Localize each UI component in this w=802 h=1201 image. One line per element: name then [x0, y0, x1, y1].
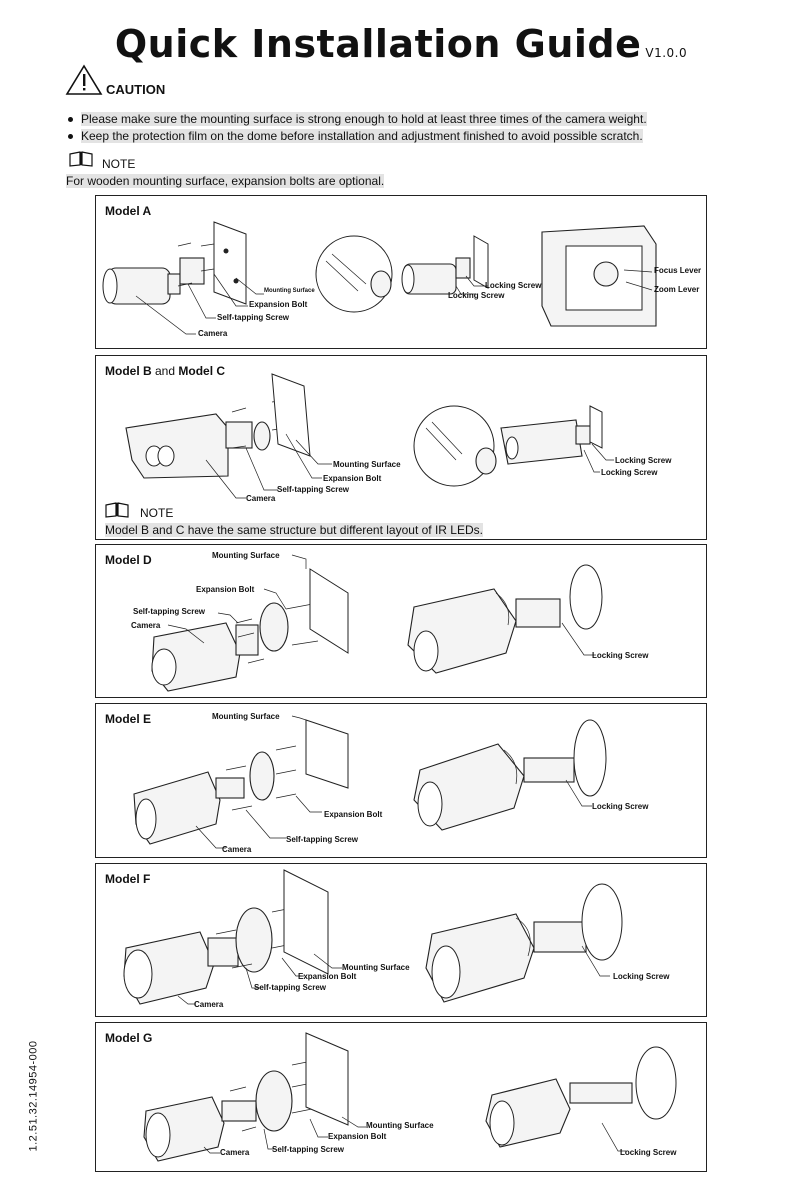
label-mounting-surface: Mounting Surface: [264, 288, 315, 294]
note-text: For wooden mounting surface, expansion b…: [66, 174, 385, 188]
model-d-diagram: [151, 554, 603, 692]
label-focus-lever: Focus Lever: [654, 266, 702, 275]
label-camera: Camera: [194, 1000, 224, 1009]
label-zoom-lever: Zoom Lever: [654, 285, 700, 294]
label-camera: Camera: [220, 1148, 250, 1157]
label-locking-screw: Locking Screw: [601, 468, 658, 477]
label-camera: Camera: [198, 329, 228, 338]
note-label: NOTE: [102, 157, 136, 171]
label-expansion-bolt: Expansion Bolt: [196, 585, 255, 594]
label-expansion-bolt: Expansion Bolt: [249, 300, 308, 309]
label-mounting-surface: Mounting Surface: [342, 963, 410, 972]
caution-item: Please make sure the mounting surface is…: [68, 112, 647, 126]
label-locking-screw: Locking Screw: [620, 1148, 677, 1157]
caution-item: Keep the protection film on the dome bef…: [68, 129, 643, 143]
version-label: V1.0.0: [645, 46, 688, 60]
label-locking-screw: Locking Screw: [448, 291, 505, 300]
caution-icon: [64, 64, 104, 96]
label-mounting-surface: Mounting Surface: [212, 551, 280, 560]
note-text: Model B and C have the same structure bu…: [105, 523, 483, 537]
label-self-tapping-screw: Self-tapping Screw: [133, 607, 206, 616]
label-self-tapping-screw: Self-tapping Screw: [272, 1145, 345, 1154]
model-a-section: Model A Mounting Surface: [95, 195, 707, 349]
label-mounting-surface: Mounting Surface: [333, 460, 401, 469]
label-mounting-surface: Mounting Surface: [212, 712, 280, 721]
model-title: Model G: [105, 1031, 153, 1045]
model-f-section: Model F Mounting Surface Expansion Bolt …: [95, 863, 707, 1017]
model-bc-diagram: [125, 373, 614, 499]
model-bc-section: Model B and Model C Mounting Surface Exp…: [95, 355, 707, 540]
label-mounting-surface: Mounting Surface: [366, 1121, 434, 1130]
label-expansion-bolt: Expansion Bolt: [298, 972, 357, 981]
model-g-section: Model G Mounting Surface Expansion Bolt …: [95, 1022, 707, 1172]
label-expansion-bolt: Expansion Bolt: [323, 474, 382, 483]
model-f-diagram: [123, 869, 623, 1005]
model-title: Model B and Model C: [105, 364, 226, 378]
label-self-tapping-screw: Self-tapping Screw: [217, 313, 290, 322]
model-title: Model F: [105, 872, 151, 886]
model-g-diagram: [143, 1032, 677, 1162]
label-locking-screw: Locking Screw: [592, 651, 649, 660]
label-self-tapping-screw: Self-tapping Screw: [277, 485, 350, 494]
label-self-tapping-screw: Self-tapping Screw: [286, 835, 359, 844]
caution-label: CAUTION: [106, 82, 166, 97]
model-e-section: Model E Mounting Surface Expansion Bolt …: [95, 703, 707, 858]
label-locking-screw: Locking Screw: [615, 456, 672, 465]
label-expansion-bolt: Expansion Bolt: [328, 1132, 387, 1141]
document-code: 1.2.51.32.14954-000: [27, 1040, 40, 1152]
label-camera: Camera: [246, 494, 276, 503]
book-icon: [68, 151, 94, 167]
label-expansion-bolt: Expansion Bolt: [324, 810, 383, 819]
model-title: Model D: [105, 553, 152, 567]
model-title: Model A: [105, 204, 152, 218]
label-camera: Camera: [131, 621, 161, 630]
book-icon: [104, 502, 130, 518]
label-locking-screw: Locking Screw: [485, 281, 542, 290]
model-e-diagram: [133, 715, 607, 849]
model-title: Model E: [105, 712, 152, 726]
label-camera: Camera: [222, 845, 252, 854]
label-locking-screw: Locking Screw: [592, 802, 649, 811]
model-a-diagram: [102, 221, 657, 335]
label-locking-screw: Locking Screw: [613, 972, 670, 981]
note-label: NOTE: [140, 506, 174, 520]
model-d-section: Model D Mounting Surface Expansion Bolt …: [95, 544, 707, 698]
label-self-tapping-screw: Self-tapping Screw: [254, 983, 327, 992]
